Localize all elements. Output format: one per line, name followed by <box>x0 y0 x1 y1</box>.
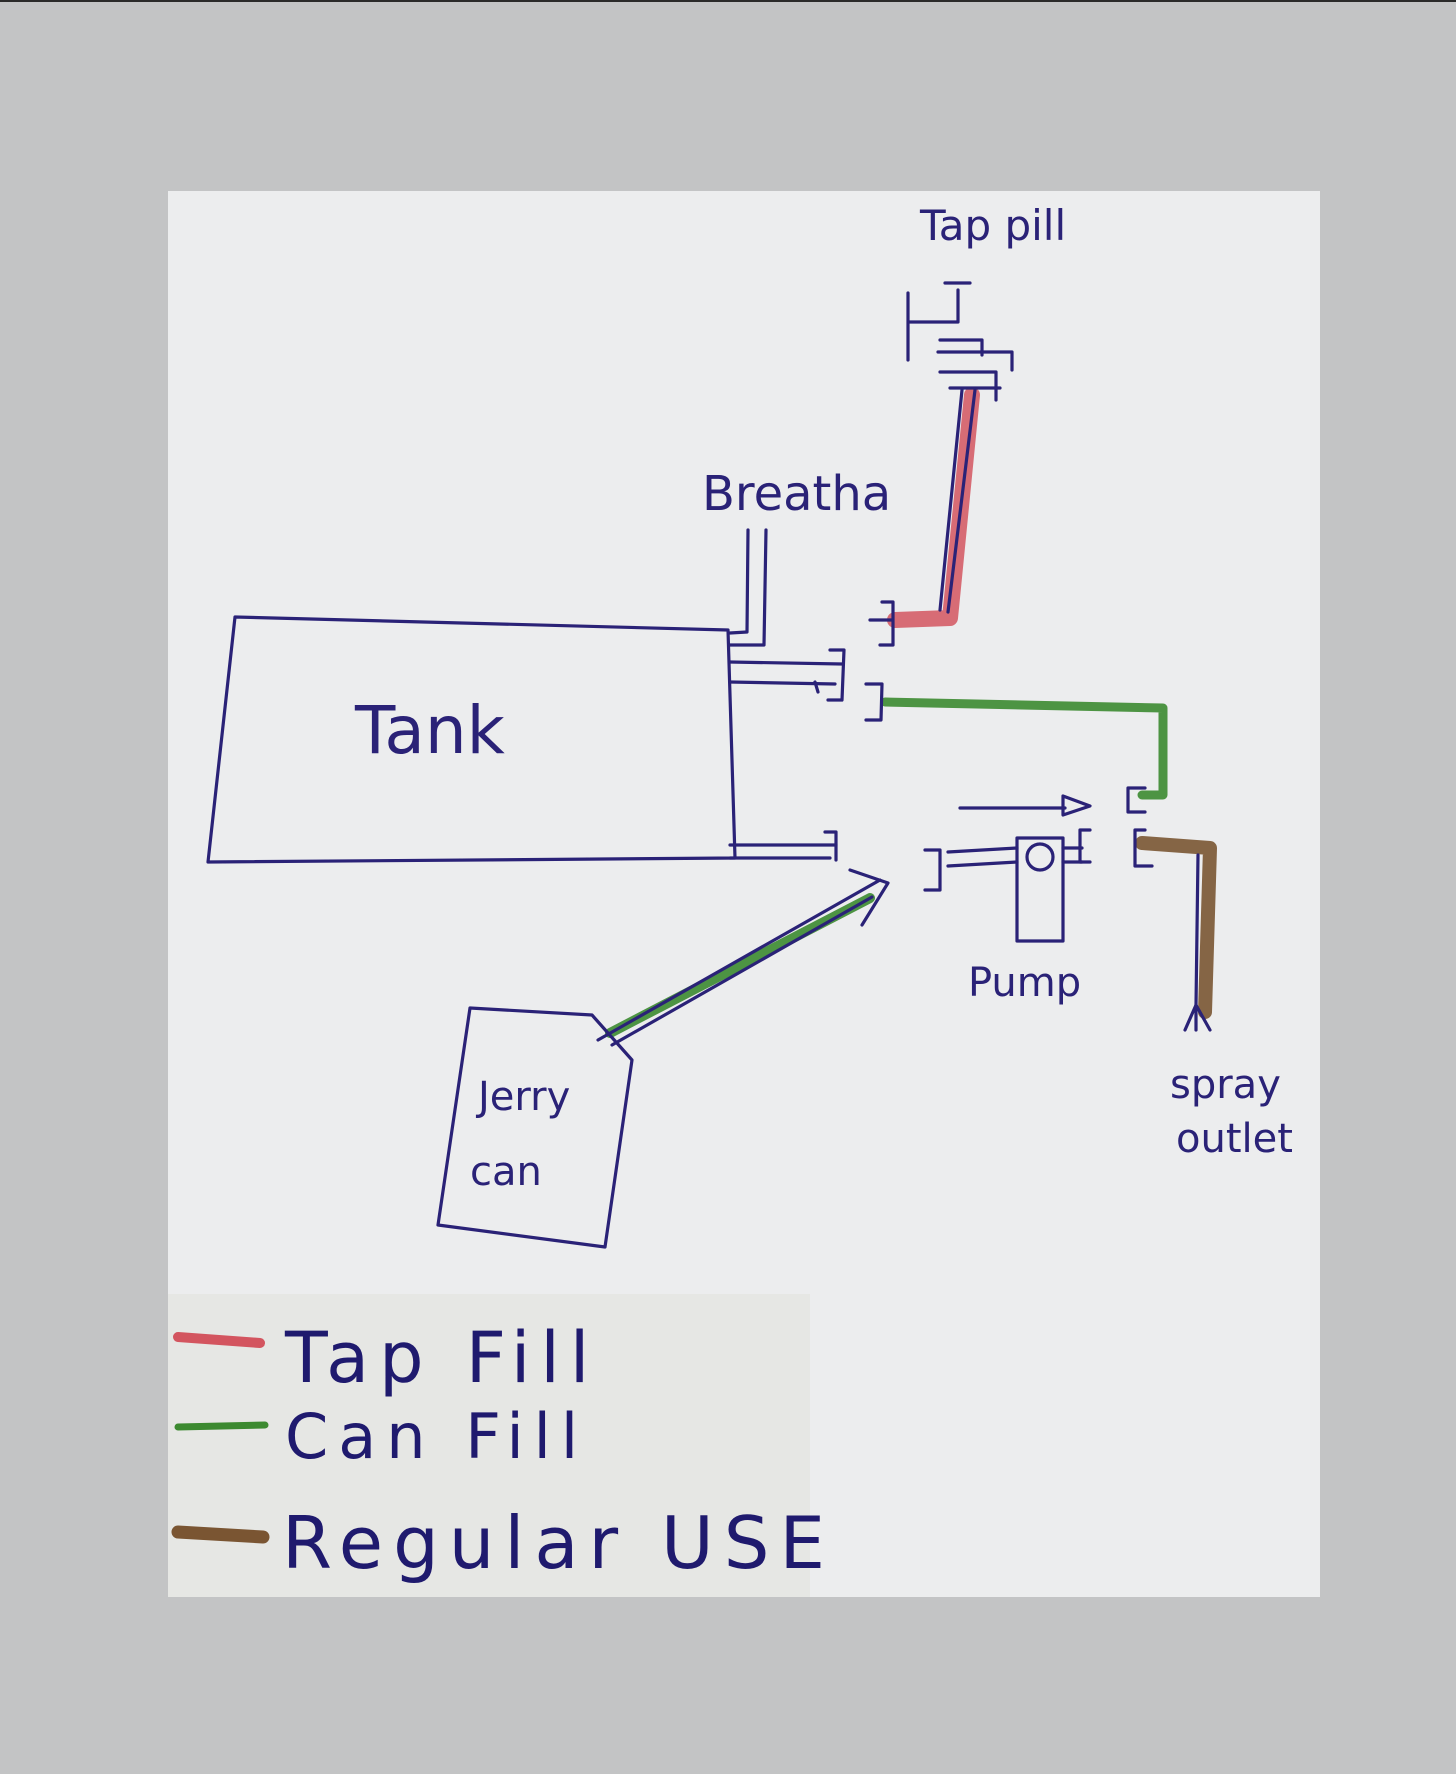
pump-outlet-connector <box>1126 786 1154 868</box>
tap-faucet <box>906 281 1014 614</box>
top-border-line <box>0 0 1456 2</box>
spray-outlet-label-line2: outlet <box>1176 1116 1293 1162</box>
legend-swatch-regular-use <box>171 1525 270 1544</box>
legend-label-tap-fill: Tap Fill <box>284 1317 599 1399</box>
pump-body <box>923 794 1092 943</box>
legend-panel <box>168 1294 810 1597</box>
can-fill-pipe-upper <box>880 697 1168 800</box>
legend-label-regular-use: Regular USE <box>282 1501 835 1585</box>
tap-fill-label: Tap pill <box>919 201 1066 250</box>
breather-label: Breatha <box>702 466 891 522</box>
valve-connector <box>864 682 884 722</box>
legend: Tap Fill Can Fill Regular USE <box>171 1317 835 1585</box>
tank-top-outlet <box>728 648 846 702</box>
regular-use-pipe <box>1135 836 1217 1019</box>
jerry-can-label-line1: Jerry <box>475 1074 570 1120</box>
tank-bottom-outlet <box>728 830 838 862</box>
legend-label-can-fill: Can Fill <box>285 1400 588 1473</box>
spray-outlet-pipe <box>1183 853 1212 1032</box>
jerry-can-label-line2: can <box>470 1149 542 1195</box>
legend-swatch-tap-fill <box>173 1332 265 1348</box>
spray-outlet-label-line1: spray <box>1170 1062 1281 1108</box>
pump-label: Pump <box>968 960 1081 1006</box>
can-fill-pipe-jerry <box>605 893 875 1038</box>
breather-pipe <box>728 528 768 647</box>
legend-swatch-can-fill <box>174 1421 269 1431</box>
tap-connector <box>868 600 895 647</box>
jerry-can-outline <box>436 868 890 1249</box>
tank-label: Tank <box>354 692 506 769</box>
